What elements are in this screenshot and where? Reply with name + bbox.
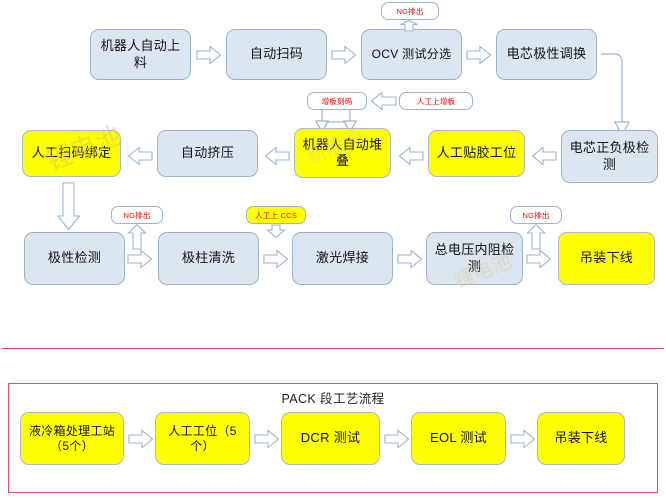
tag-manual-plate-loading[interactable]: 人工上增板: [399, 92, 473, 110]
tag-plate-coding[interactable]: 增板刻码: [307, 92, 367, 110]
process-node-manual-taping[interactable]: 人工贴胶工位: [428, 130, 525, 177]
process-node-liquid-cooling-station[interactable]: 液冷箱处理工站（5个）: [20, 412, 124, 465]
process-node-robot-stacking[interactable]: 机器人自动堆叠: [294, 128, 391, 178]
arrow-hoisting-to-ng: [526, 223, 546, 250]
tag-label: 人工上增板: [416, 96, 456, 106]
node-label: 极柱清洗: [181, 250, 236, 266]
node-label: 人工贴胶工位: [436, 145, 517, 161]
node-label: 机器人自动上料: [100, 38, 181, 70]
node-label: 液冷箱处理工站（5个）: [28, 423, 116, 453]
process-node-eol-test[interactable]: EOL 测试: [411, 412, 506, 465]
connector-coding-to-stacking: [312, 110, 364, 134]
arrow-row2-2: [264, 146, 290, 166]
arrow-row3-3: [397, 249, 423, 269]
tag-ng-discharge-ocv[interactable]: NG排出: [381, 2, 439, 20]
arrow-row2-to-row3: [56, 182, 81, 231]
process-node-polarity-swap[interactable]: 电芯极性调换: [496, 29, 597, 80]
node-label: 极性检测: [47, 250, 102, 266]
node-label: 自动扫码: [249, 46, 304, 62]
arrow-manual-plate-to-coding: [369, 91, 397, 111]
arrow-row3-4: [526, 249, 552, 269]
section-divider: [2, 348, 664, 349]
node-label: 电芯极性调换: [506, 46, 587, 62]
connector-row1-to-row2: [600, 52, 662, 142]
node-label: 吊装下线: [579, 250, 634, 266]
node-label: 电芯正负极检测: [569, 140, 650, 172]
node-label: OCV 测试分选: [371, 47, 452, 61]
node-label: 激光焊接: [315, 250, 370, 266]
arrow-row1-3: [466, 45, 492, 65]
tag-ng-discharge-hoisting[interactable]: NG排出: [510, 206, 562, 224]
arrow-pole-clean-to-ng: [127, 223, 147, 250]
arrow-pack-3: [384, 429, 410, 449]
process-node-polarity-detection[interactable]: 极性检测: [24, 232, 125, 285]
process-node-total-voltage-resistance-test[interactable]: 总电压内阻检测: [426, 232, 523, 285]
arrow-row1-1: [196, 45, 222, 65]
tag-label: 人工上 CCS: [255, 210, 297, 220]
node-label: 吊装下线: [554, 430, 608, 446]
arrow-pack-1: [128, 429, 154, 449]
arrow-pack-4: [510, 429, 536, 449]
node-label: 人工工位（5个）: [168, 423, 237, 453]
node-label: 自动挤压: [180, 145, 235, 161]
arrow-row2-1: [127, 146, 153, 166]
process-node-hoisting-offline[interactable]: 吊装下线: [558, 232, 655, 285]
node-label: EOL 测试: [430, 430, 487, 446]
node-label: 机器人自动堆叠: [302, 136, 383, 168]
process-node-cell-terminal-inspection[interactable]: 电芯正负极检测: [561, 130, 658, 183]
node-label: 总电压内阻检测: [434, 242, 515, 274]
node-label: DCR 测试: [300, 430, 361, 446]
arrow-ccs-to-laser-welding: [266, 224, 286, 239]
process-node-dcr-test[interactable]: DCR 测试: [281, 412, 380, 465]
tag-ng-discharge-pole-clean[interactable]: NG排出: [111, 206, 163, 224]
process-node-manual-scan-binding[interactable]: 人工扫码绑定: [22, 130, 121, 177]
arrow-pack-2: [254, 429, 280, 449]
pack-section-title: PACK 段工艺流程: [281, 392, 385, 406]
process-node-pole-cleaning[interactable]: 极柱清洗: [158, 232, 259, 285]
process-node-manual-stations[interactable]: 人工工位（5个）: [155, 412, 250, 465]
arrow-row2-4: [531, 146, 557, 166]
arrow-row2-3: [398, 146, 424, 166]
process-node-pack-hoisting-offline[interactable]: 吊装下线: [537, 412, 625, 465]
tag-label: NG排出: [522, 210, 550, 220]
process-node-ocv-test[interactable]: OCV 测试分选: [361, 29, 462, 80]
arrow-row1-2: [331, 45, 357, 65]
arrow-ocv-to-ng: [399, 19, 419, 32]
process-node-auto-pressing[interactable]: 自动挤压: [157, 130, 258, 177]
process-node-laser-welding[interactable]: 激光焊接: [292, 232, 393, 285]
tag-label: 增板刻码: [321, 96, 353, 106]
node-label: 人工扫码绑定: [31, 145, 112, 161]
process-node-auto-scan[interactable]: 自动扫码: [226, 29, 327, 80]
arrow-row3-2: [263, 249, 289, 269]
tag-manual-ccs-loading[interactable]: 人工上 CCS: [246, 206, 306, 224]
tag-label: NG排出: [123, 210, 151, 220]
arrow-row3-1: [127, 249, 153, 269]
tag-label: NG排出: [396, 6, 424, 16]
process-node-robot-feeding[interactable]: 机器人自动上料: [90, 29, 191, 80]
